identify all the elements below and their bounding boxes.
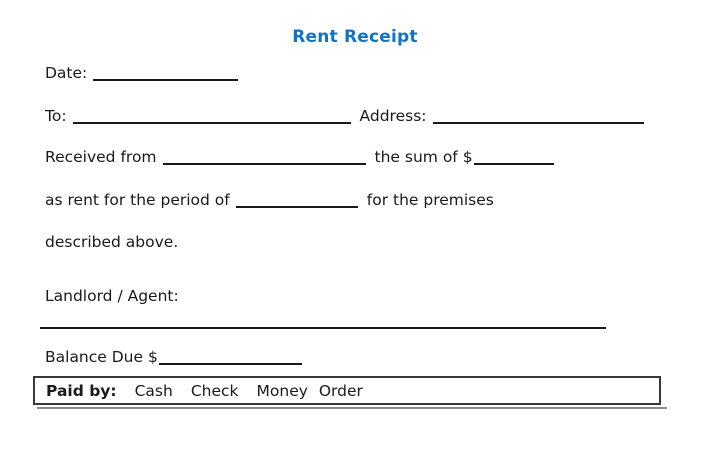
- period-blank: [235, 193, 358, 208]
- received-from-label: Received from: [45, 148, 157, 166]
- date-line: Date:: [45, 63, 239, 83]
- landlord-agent-label: Landlord / Agent:: [45, 287, 179, 305]
- address-blank: [432, 109, 644, 124]
- date-blank: [93, 66, 239, 81]
- table-border-shadow-line: [37, 407, 667, 409]
- to-address-line: To: Address:: [45, 106, 644, 126]
- landlord-agent-line: Landlord / Agent:: [45, 286, 179, 306]
- paid-by-box: Paid by: Cash Check Money Order: [33, 376, 661, 405]
- payment-option-check: Check: [190, 381, 239, 400]
- date-label: Date:: [45, 64, 88, 82]
- received-from-line: Received from the sum of $: [45, 147, 554, 167]
- payment-option-cash: Cash: [134, 381, 173, 400]
- rent-period-line: as rent for the period of for the premise…: [45, 190, 494, 210]
- balance-blank: [158, 350, 302, 365]
- payment-option-money-order: Money Order: [256, 381, 363, 400]
- received-from-blank: [162, 150, 366, 165]
- balance-due-line: Balance Due $: [45, 347, 302, 367]
- receipt-title: Rent Receipt: [292, 27, 418, 47]
- to-blank: [72, 109, 351, 124]
- described-above-line: described above.: [45, 232, 178, 252]
- to-label: To:: [45, 107, 67, 125]
- address-label: Address:: [359, 107, 427, 125]
- paid-by-label: Paid by:: [46, 381, 117, 400]
- sum-label: the sum of $: [374, 148, 473, 166]
- signature-line: [40, 327, 606, 329]
- premises-label: for the premises: [366, 191, 494, 209]
- described-text: described above.: [45, 233, 179, 251]
- balance-due-label: Balance Due $: [45, 348, 158, 366]
- sum-blank: [473, 150, 554, 165]
- period-label: as rent for the period of: [45, 191, 230, 209]
